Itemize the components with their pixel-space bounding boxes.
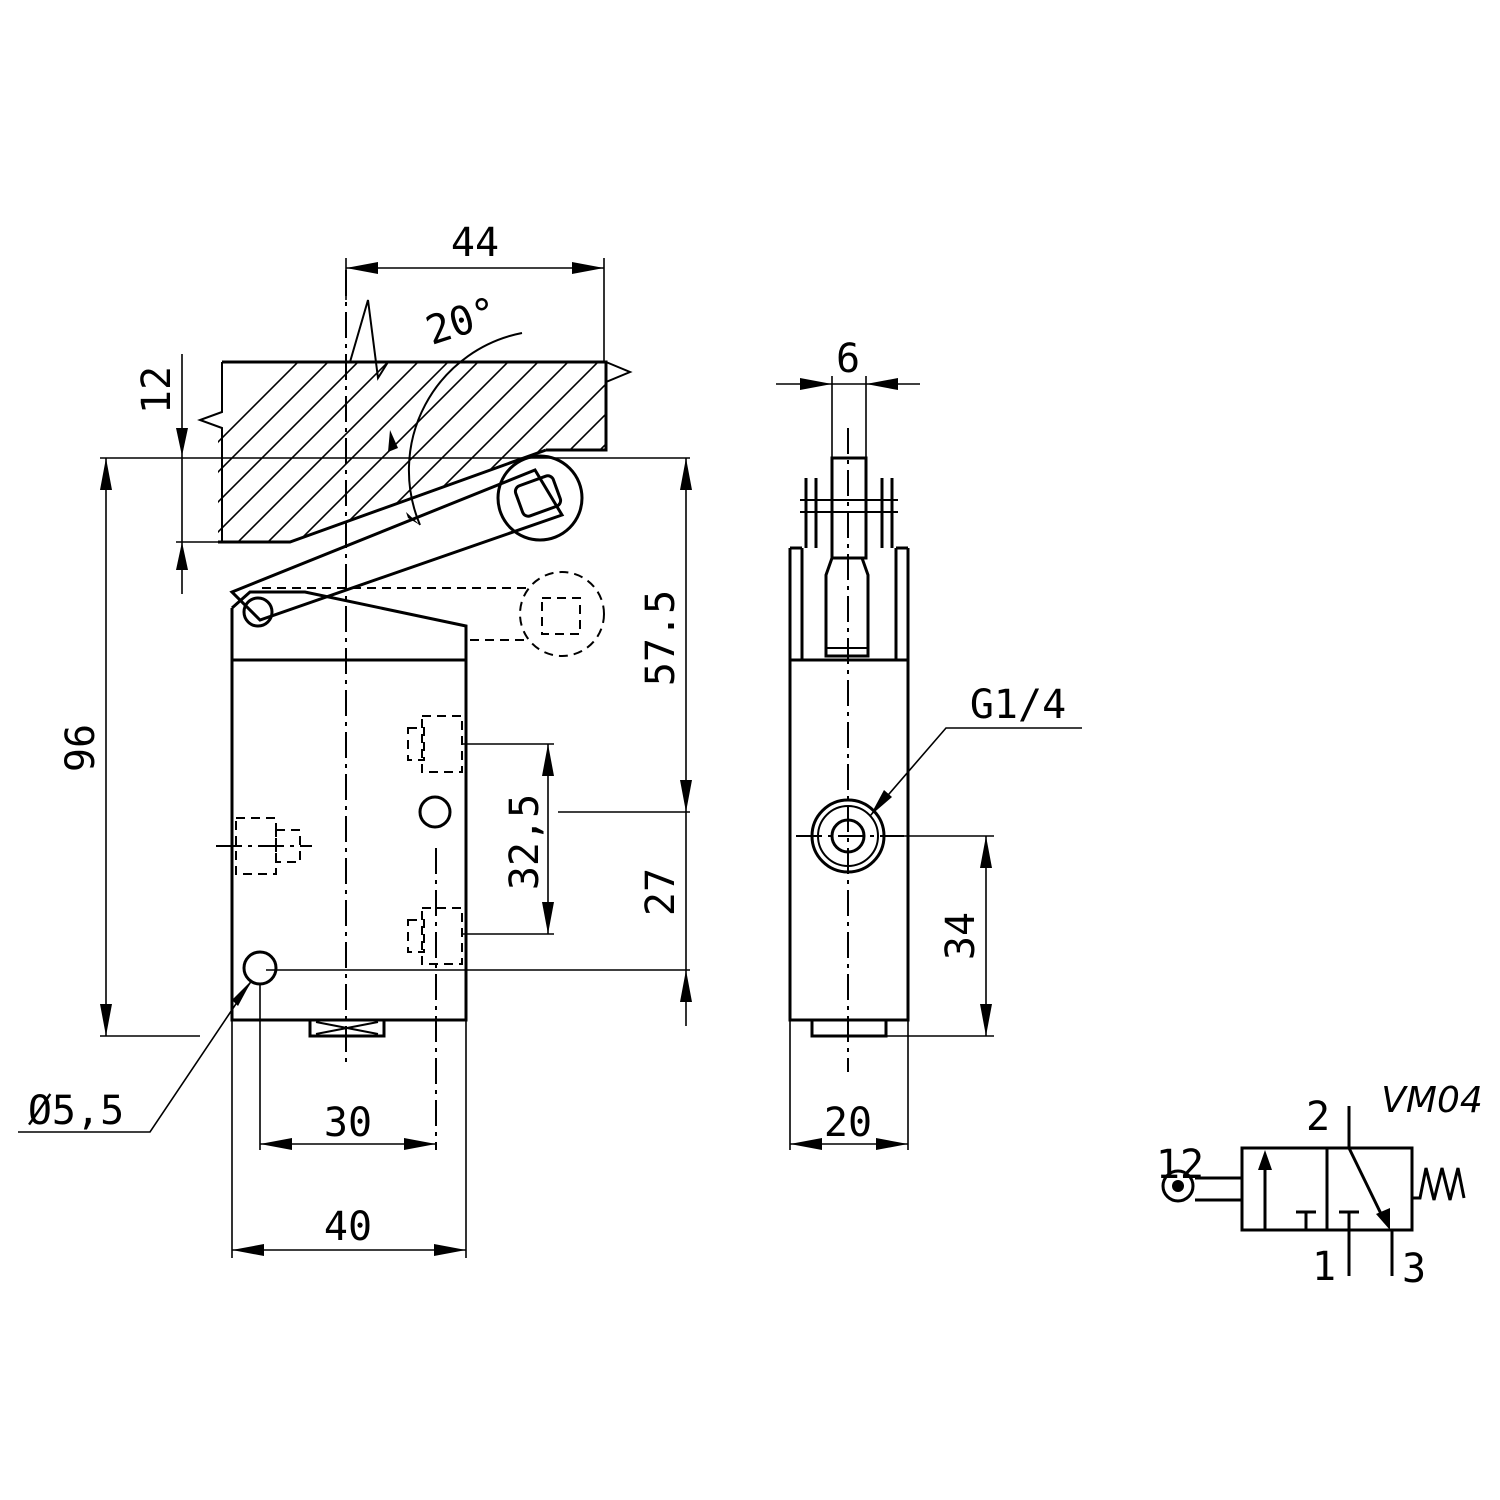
label-44: 44 [451, 220, 499, 266]
roller [496, 454, 584, 542]
lower-port [421, 907, 463, 965]
pivot-hole [242, 596, 274, 628]
symbol-port-12: 12 [1156, 1142, 1204, 1188]
cam-section [197, 299, 1100, 560]
hatch-line [640, 340, 860, 560]
upper-port [421, 715, 463, 773]
label-57-5: 57.5 [638, 590, 684, 686]
dim-20 [789, 1020, 909, 1150]
lever-alt-position [262, 571, 605, 657]
symbol-port-1: 1 [1312, 1244, 1336, 1290]
hatch-line [309, 362, 531, 542]
dim-32-5 [542, 744, 554, 934]
label-34: 34 [938, 912, 984, 960]
mounting-hole [242, 950, 278, 986]
center-hole [418, 795, 452, 829]
dim-96 [100, 458, 112, 1036]
dim-27 [680, 812, 692, 1026]
label-20: 20 [824, 1100, 872, 1146]
side-view [776, 376, 1082, 1150]
symbol-port-2: 2 [1306, 1094, 1330, 1140]
lever-arm [229, 454, 584, 622]
hatch-line [219, 362, 441, 542]
dim-12 [176, 354, 188, 594]
hatch-line [218, 362, 351, 542]
dim-40 [231, 1020, 467, 1258]
label-32-5: 32,5 [502, 794, 548, 890]
hatch-line [790, 340, 1010, 560]
hatch-line [760, 340, 980, 560]
valve-symbol [1161, 1106, 1466, 1276]
dim-44 [345, 258, 605, 362]
hatch-line [610, 340, 830, 560]
hatch-line [249, 362, 471, 542]
leader-thread [869, 727, 1082, 817]
leader-hole [18, 979, 253, 1133]
symbol-port-3: 3 [1402, 1246, 1426, 1292]
label-hole: Ø5,5 [28, 1088, 124, 1134]
hatch-line [218, 362, 321, 542]
dim-34 [886, 835, 994, 1037]
hatch-line [700, 340, 920, 560]
roller-slot [513, 474, 563, 518]
dim-57-5 [680, 458, 692, 812]
symbol-model: VM04 [1381, 1080, 1483, 1121]
label-96: 96 [58, 724, 104, 772]
hatch-line [429, 362, 606, 542]
label-6: 6 [836, 336, 860, 382]
hatch-line [218, 362, 411, 542]
front-view [18, 258, 1100, 1258]
label-angle: 20° [421, 289, 504, 355]
hatch-line [880, 340, 1100, 560]
label-40: 40 [324, 1204, 372, 1250]
hatch-line [579, 362, 606, 542]
label-thread: G1/4 [970, 682, 1066, 728]
dim-30 [259, 984, 436, 1150]
dim-6 [776, 376, 920, 458]
label-27: 27 [638, 868, 684, 916]
hatch-line [218, 362, 381, 542]
label-30: 30 [324, 1100, 372, 1146]
label-12: 12 [134, 366, 180, 414]
